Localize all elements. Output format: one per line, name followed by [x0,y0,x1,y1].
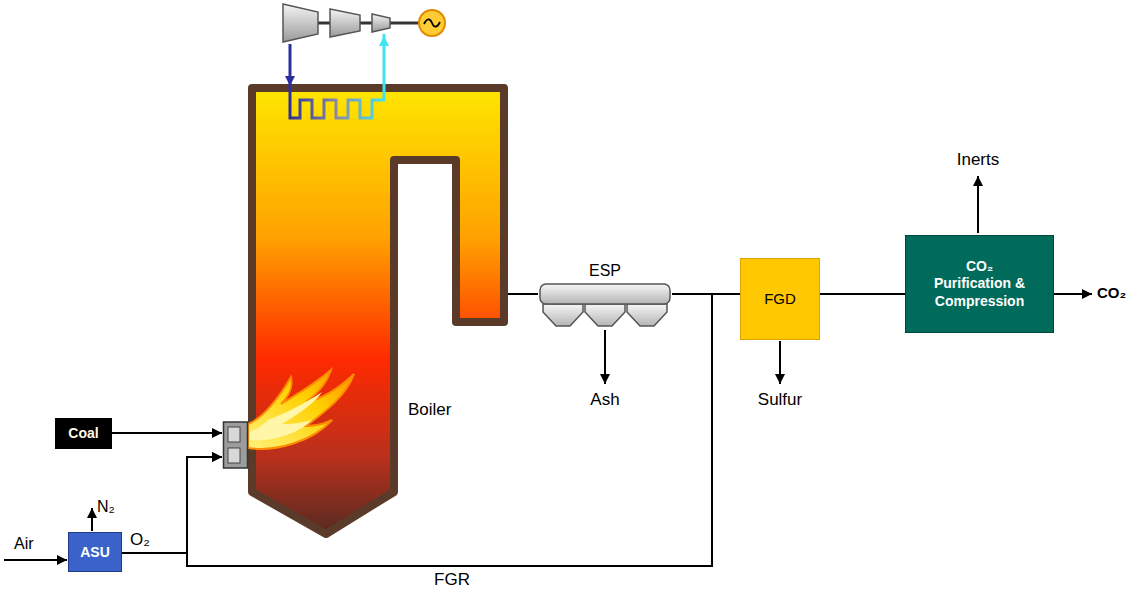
stream-label: FGR [432,570,472,590]
burner-port [228,427,240,442]
air-separation-box: ASU [68,532,122,572]
burner-port [228,448,240,463]
stream-label: O₂ [128,530,152,550]
ash-hopper [585,304,625,326]
turbine-stage [283,4,318,42]
water-flow-arrow [285,76,295,86]
flow-line [122,457,222,553]
sulfur-outlet-arrow [779,341,781,384]
ash-hopper [627,304,667,326]
boiler-unit: Boiler [222,0,512,542]
nitrogen-outlet-arrow [91,508,93,531]
box-label: Coal [68,425,98,441]
generator-symbol [419,10,445,36]
ash-hopper [543,304,583,326]
desulfurization-box: FGD [740,258,820,340]
steam-flow-arrow [379,36,389,46]
flame-core [250,392,322,440]
ash-outlet-arrow [604,330,606,384]
burner [224,422,248,468]
boiler-unit-outline [222,0,512,542]
box-label: FGD [764,290,796,307]
input-stream-label: Air [14,535,34,553]
flow-line [508,293,538,295]
air-inlet-arrow [4,559,67,561]
output-stream-label: Sulfur [758,390,802,410]
box-label: CO₂ Purification & Compression [928,258,1031,311]
purification-box: CO₂ Purification & Compression [905,235,1054,333]
product-stream-label: CO₂ [1097,284,1126,301]
steam-coil [290,34,384,118]
box-label: ASU [80,544,110,560]
generator-wave [424,19,440,26]
product-outlet-arrow [1053,293,1092,295]
precipitator-drum [540,284,670,304]
output-stream-label: Inerts [957,150,1000,170]
boiler-body [252,88,504,534]
unit-label: Boiler [408,400,698,420]
unit-label: ESP [538,262,672,280]
precipitator-unit: ESP [538,262,672,338]
turbine-stage [372,14,390,32]
output-stream-label: N₂ [97,498,115,516]
flow-line [112,432,222,434]
output-stream-label: Ash [590,390,619,410]
flow-line [820,293,905,295]
flame [248,370,354,449]
inerts-outlet-arrow [977,176,979,233]
fuel-box: Coal [55,418,112,449]
turbine-stage [330,9,360,37]
